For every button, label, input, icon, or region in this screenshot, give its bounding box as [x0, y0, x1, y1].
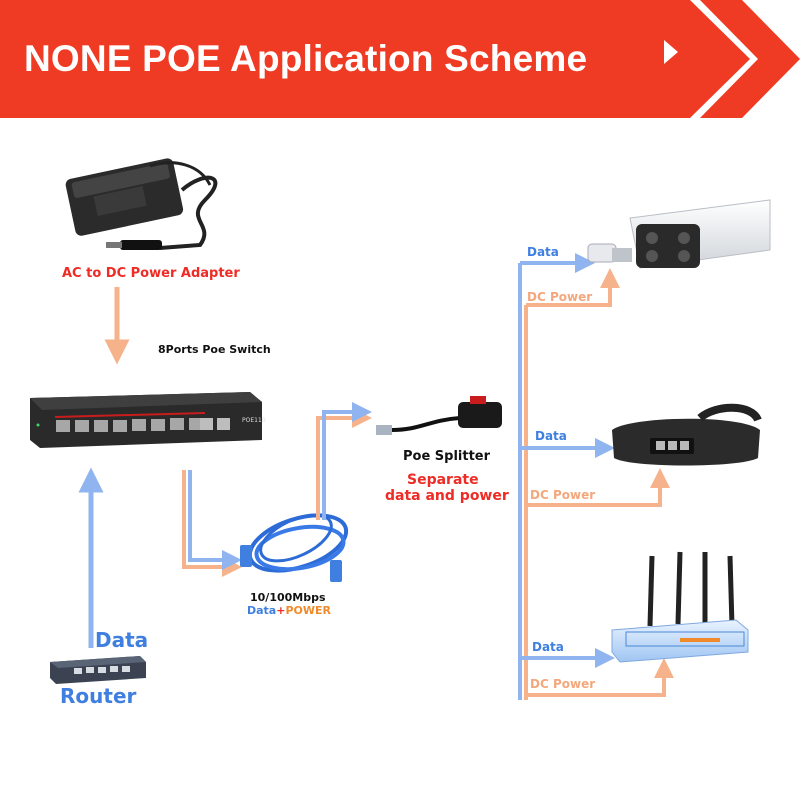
switch-cable-power-line	[182, 470, 242, 577]
power-adapter-icon	[65, 158, 218, 250]
network-cable-icon	[240, 513, 349, 582]
poe-splitter-icon	[376, 396, 502, 435]
camera-icon	[587, 199, 771, 269]
cable-type-label: Data+POWER	[247, 604, 331, 617]
cable-plus-text: +	[276, 604, 286, 617]
ap-data-label: Data	[532, 640, 564, 654]
cable-data-text: Data	[247, 604, 277, 617]
ap-power-label: DC Power	[530, 677, 596, 691]
router-icon	[50, 656, 146, 684]
cable-speed-label: 10/100Mbps	[250, 591, 326, 604]
splitter-desc-line1: Separate	[407, 472, 479, 488]
cable-splitter-power-line	[316, 408, 372, 520]
header-banner	[0, 0, 800, 118]
cable-splitter-data-line	[322, 402, 372, 520]
switch-label: 8Ports Poe Switch	[158, 343, 271, 356]
switch-cable-data-line	[188, 470, 242, 570]
phone-power-line	[526, 468, 670, 507]
camera-data-label: Data	[527, 245, 559, 259]
page-title: NONE POE Application Scheme	[24, 38, 588, 79]
ap-power-line	[526, 658, 674, 697]
wireless-ap-icon	[611, 551, 749, 663]
switch-model-label: POE110	[242, 417, 266, 424]
adapter-label: AC to DC Power Adapter	[62, 266, 240, 281]
phone-data-label: Data	[535, 429, 567, 443]
cable-power-text: POWER	[285, 604, 331, 617]
camera-power-line	[526, 268, 620, 307]
router-label: Router	[60, 684, 137, 708]
splitter-desc-line2: data and power	[385, 488, 509, 504]
chevron-right-icon	[664, 40, 678, 64]
ip-phone-icon	[612, 403, 762, 466]
router-data-label: Data	[95, 628, 149, 652]
camera-power-label: DC Power	[527, 290, 593, 304]
poe-switch-icon	[30, 392, 262, 448]
phone-power-label: DC Power	[530, 488, 596, 502]
splitter-label: Poe Splitter	[403, 449, 491, 464]
